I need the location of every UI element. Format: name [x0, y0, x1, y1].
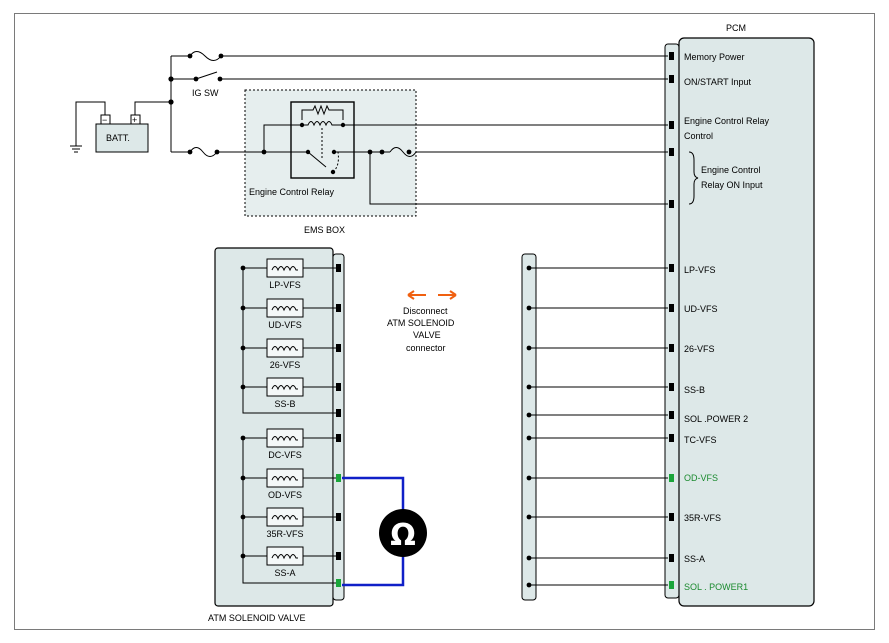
pcm-pin-26-vfs: 26-VFS	[684, 344, 715, 354]
pcm-pin-memory-power: Memory Power	[684, 52, 745, 62]
battery-label: BATT.	[106, 133, 130, 143]
annotation-line-4: connector	[406, 343, 446, 353]
pcm-pin-on-start: ON/START Input	[684, 77, 752, 87]
ems-box-label: EMS BOX	[304, 225, 345, 235]
pcm-pin-od-vfs: OD-VFS	[684, 473, 718, 483]
pcm-pin-ecr-on-2: Relay ON Input	[701, 180, 763, 190]
meter-lead-od	[342, 476, 405, 510]
solenoid-label: SS-A	[274, 568, 295, 578]
ig-switch-icon	[195, 71, 218, 80]
pcm-connector-pin	[669, 434, 674, 442]
pcm-connector-pin	[669, 554, 674, 562]
fuse-icon	[189, 147, 218, 157]
ohmmeter-icon	[379, 509, 427, 557]
atm-title: ATM SOLENOID VALVE	[208, 613, 306, 623]
solenoid-lp-vfs: LP-VFS	[240, 258, 339, 290]
pcm-connector-pin	[669, 513, 674, 521]
pcm-pin-sol-power1: SOL . POWER1	[684, 582, 748, 592]
pcm-connector-pin	[669, 344, 674, 352]
atm-connector-pin	[336, 552, 341, 560]
atm-connector-pin	[336, 344, 341, 352]
ecr-on-input-wire	[369, 152, 668, 205]
pcm-connector-pin	[669, 75, 674, 83]
solenoid-label: 35R-VFS	[266, 529, 303, 539]
pcm-pin-ud-vfs: UD-VFS	[684, 304, 718, 314]
pcm-title: PCM	[726, 23, 746, 33]
pcm-pin-ss-b: SS-B	[684, 385, 705, 395]
solenoid-dc-vfs: DC-VFS	[240, 428, 339, 460]
meter-lead-power	[342, 556, 405, 587]
battery-plus-wire	[134, 101, 171, 115]
solenoid-ss-a: SS-A	[240, 546, 339, 578]
disconnect-arrow-icon	[407, 290, 457, 300]
solenoid-ss-b: SS-B	[240, 377, 339, 409]
solenoid-label: SS-B	[274, 399, 295, 409]
relay-coil-icon	[302, 121, 343, 127]
ems-box	[244, 89, 417, 217]
solenoid-label: LP-VFS	[269, 280, 301, 290]
harness-wires	[526, 264, 674, 589]
atm-connector-pin	[336, 409, 341, 417]
ig-sw-label: IG SW	[192, 88, 219, 98]
pcm-pin-lp-vfs: LP-VFS	[684, 265, 716, 275]
atm-connector-strip	[332, 253, 345, 601]
pcm-pin-ecr-control-2: Control	[684, 131, 713, 141]
solenoid-od-vfs: OD-VFS	[240, 468, 339, 500]
relay-resistor-icon	[301, 104, 344, 120]
fuse-icon	[389, 147, 417, 157]
pcm-connector-pin	[669, 304, 674, 312]
ground-icon	[70, 145, 82, 153]
pcm-pin-ecr-control-1: Engine Control Relay	[684, 116, 770, 126]
harness-connector-strip	[521, 253, 537, 601]
pcm-pin-35r-vfs: 35R-VFS	[684, 513, 721, 523]
pcm-pin-tc-vfs: TC-VFS	[684, 435, 717, 445]
diagram-frame	[14, 13, 875, 630]
solenoid-26-vfs: 26-VFS	[240, 338, 339, 370]
solenoid-group: LP-VFS UD-VFS 26-VFS SS-B DC-VFS OD-VFS 35R-VF…	[240, 258, 341, 587]
atm-connector-pin	[336, 383, 341, 391]
pcm-top-pins	[669, 52, 674, 208]
relay-box	[290, 101, 355, 179]
annotation-line-1: Disconnect	[403, 306, 448, 316]
pcm-box	[678, 37, 815, 607]
pcm-connector-pin	[669, 121, 674, 129]
pcm-connector-pin	[669, 581, 674, 589]
annotation-line-3: VALVE	[413, 330, 441, 340]
annotation-line-2: ATM SOLENOID	[387, 318, 455, 328]
pcm-connector-pin	[669, 264, 674, 272]
ground-wire	[75, 101, 106, 146]
pcm-connector-pin	[669, 383, 674, 391]
pcm-pin-sol-power2: SOL .POWER 2	[684, 414, 748, 424]
atm-connector-pin	[336, 434, 341, 442]
solenoid-label: UD-VFS	[268, 320, 302, 330]
pcm-pin-ss-a: SS-A	[684, 554, 705, 564]
junction	[168, 99, 174, 105]
atm-connector-pin	[336, 513, 341, 521]
pcm-connector-pin	[669, 52, 674, 60]
pcm-brace	[688, 151, 699, 205]
pcm-connector-pin	[669, 411, 674, 419]
ohmmeter-symbol: Ω	[390, 518, 416, 553]
atm-connector-pin	[336, 304, 341, 312]
pcm-connector-pin	[669, 474, 674, 482]
pcm-connector-pin	[669, 200, 674, 208]
atm-connector-pin	[336, 264, 341, 272]
atm-connector-pin	[336, 579, 341, 587]
fuse-icon	[189, 51, 222, 61]
solenoid-35r-vfs: 35R-VFS	[240, 507, 339, 539]
solenoid-ud-vfs: UD-VFS	[240, 298, 339, 330]
atm-connector-pin	[336, 474, 341, 482]
pcm-pin-ecr-on-1: Engine Control	[701, 165, 761, 175]
solenoid-label: 26-VFS	[270, 360, 301, 370]
relay-switch-icon	[307, 151, 327, 168]
solenoid-label: OD-VFS	[268, 490, 302, 500]
pcm-connector-pin	[669, 148, 674, 156]
battery-plus-sign: +	[132, 115, 137, 125]
solenoid-label: DC-VFS	[268, 450, 302, 460]
battery-box	[95, 123, 149, 153]
battery-minus-sign: −	[102, 115, 107, 125]
relay-label: Engine Control Relay	[249, 187, 335, 197]
